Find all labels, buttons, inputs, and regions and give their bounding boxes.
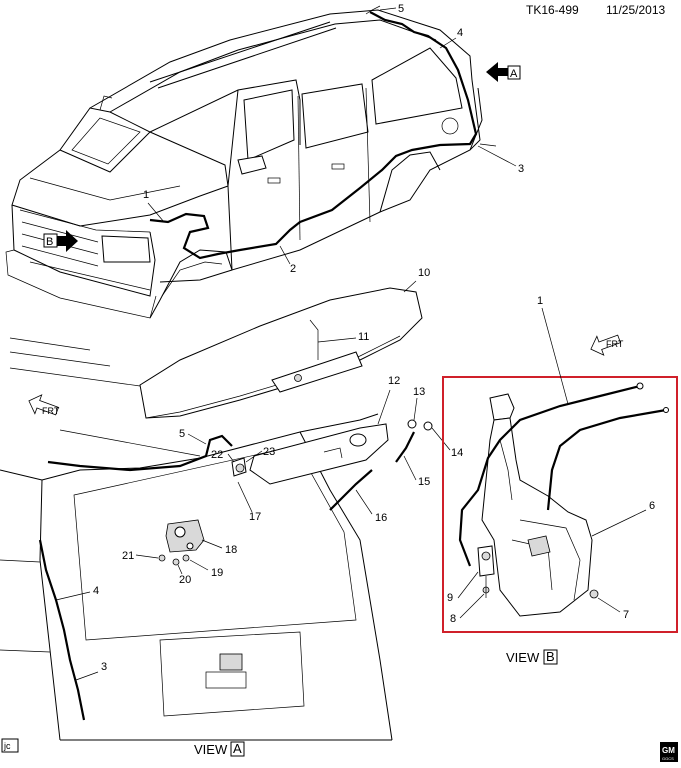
view-b-detail-box: [442, 376, 678, 633]
washer-hose-route: [149, 5, 497, 260]
liftgate-callouts: 10 11 12 13 14 15 16 17 18 19 20 21 22 2…: [55, 267, 463, 681]
frt-label-top: FRT: [606, 339, 624, 349]
view-a-arrow: A: [486, 62, 521, 82]
callout-17: 17: [249, 511, 261, 523]
washer-reservoir-illustration: [458, 382, 669, 617]
callout-5-vehicle: 5: [398, 3, 404, 15]
view-a-label-text: VIEW: [194, 742, 228, 757]
callout-11: 11: [358, 331, 369, 343]
gm-logo: GM GGCS: [660, 742, 678, 762]
callout-13: 13: [413, 386, 425, 398]
callout-21: 21: [122, 550, 134, 562]
diagram-date: 11/25/2013: [606, 3, 665, 17]
view-b-label-letter: B: [546, 649, 555, 664]
liftgate-illustration: [0, 287, 433, 741]
callout-4-liftgate: 4: [93, 585, 99, 597]
callout-15: 15: [418, 476, 430, 488]
callout-8: 8: [450, 613, 456, 625]
callout-12: 12: [388, 375, 400, 387]
callout-2: 2: [290, 263, 296, 275]
corner-code-box: jc: [1, 738, 19, 753]
view-b-arrow-letter: B: [46, 236, 53, 248]
gm-logo-subtext: GGCS: [662, 756, 674, 761]
corner-code: jc: [3, 741, 11, 751]
callout-9: 9: [447, 592, 453, 604]
view-b-label-text: VIEW: [506, 650, 540, 665]
callout-1-reservoir: 1: [537, 295, 543, 307]
callout-19: 19: [211, 567, 223, 579]
gm-logo-text: GM: [662, 746, 675, 755]
view-b-label: VIEW B: [506, 649, 558, 665]
callout-4-vehicle: 4: [457, 27, 463, 39]
callout-3-liftgate: 3: [101, 661, 107, 673]
callout-23: 23: [263, 446, 275, 458]
vehicle-illustration: [5, 9, 483, 319]
diagram-code: TK16-499: [526, 3, 579, 17]
view-a-label-letter: A: [233, 741, 242, 756]
vehicle-callouts: 1 2 3 4 5: [143, 3, 524, 275]
callout-3-vehicle: 3: [518, 163, 524, 175]
callout-6: 6: [649, 500, 655, 512]
callout-5-liftgate: 5: [179, 428, 185, 440]
frt-label-left: FRT: [42, 406, 60, 416]
frt-arrow-top: FRT: [590, 334, 624, 356]
callout-18: 18: [225, 544, 237, 556]
callout-7: 7: [623, 609, 629, 621]
view-b-arrow: B: [43, 230, 78, 252]
view-a-arrow-letter: A: [510, 68, 518, 80]
callout-14: 14: [451, 447, 463, 459]
frt-arrow-left: FRT: [28, 394, 60, 416]
view-b-callouts: 1 6 7 8 9: [447, 295, 655, 625]
callout-20: 20: [179, 574, 191, 586]
callout-16: 16: [375, 512, 387, 524]
callout-1-vehicle: 1: [143, 189, 149, 201]
callout-10: 10: [418, 267, 430, 279]
callout-22: 22: [211, 449, 223, 461]
view-a-label: VIEW A: [194, 741, 245, 757]
